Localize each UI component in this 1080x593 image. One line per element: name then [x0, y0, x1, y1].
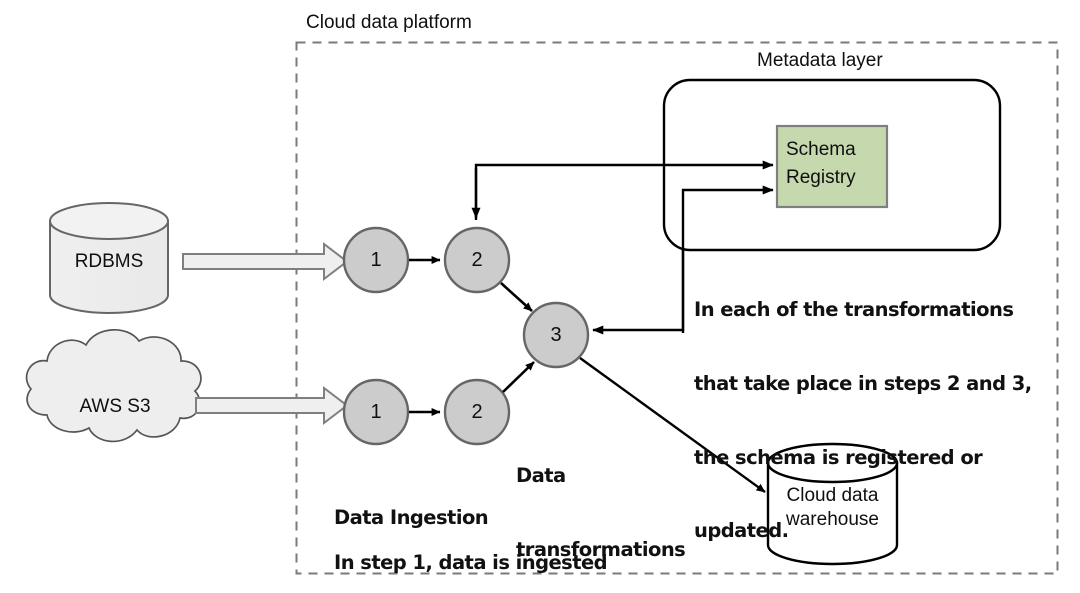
pipeline-node-label: 1	[370, 249, 382, 271]
source-rdbms-label: RDBMS	[74, 251, 144, 272]
annotation-line: In step 1, data is ingested	[334, 551, 608, 575]
connector-sr-to-step2	[474, 160, 774, 220]
annotation-data-transformations: Data transformations	[516, 415, 686, 593]
block-arrow-aws-s3	[195, 385, 349, 426]
pipeline-node-label: 2	[471, 401, 483, 423]
warehouse-label-line2: warehouse	[786, 509, 879, 530]
connector-step3-to-warehouse	[579, 357, 766, 493]
pipeline-node-label: 1	[370, 401, 382, 423]
warehouse-label-line1: Cloud data	[786, 485, 879, 506]
pipeline-node-step3	[522, 301, 590, 369]
schema-registry-label-line1: Schema	[786, 139, 856, 160]
warehouse-shape	[766, 442, 899, 566]
annotation-line: In each of the transformations	[694, 298, 1014, 322]
pipeline-node-step3-label: 3	[550, 324, 562, 346]
annotation-line: Data Ingestion	[334, 506, 489, 530]
schema-registry-box	[775, 124, 889, 209]
pipeline-node	[443, 226, 511, 294]
source-aws-s3-label: AWS S3	[79, 396, 151, 417]
schema-registry-label-line2: Registry	[786, 167, 856, 188]
connector-metadata-to-step3	[592, 250, 685, 335]
connector-step3-to-sr	[681, 185, 774, 333]
connector-top2-to-step3	[500, 282, 533, 312]
annotation-metadata-note: In each of the transformations that take…	[694, 249, 1032, 593]
annotation-ingestion-note: In step 1, data is ingested as is into t…	[334, 502, 608, 593]
connector-bottom2-to-step3	[502, 361, 535, 393]
source-rdbms-shape	[49, 202, 169, 314]
pipeline-node	[342, 378, 410, 446]
annotation-line: Data	[516, 464, 566, 488]
platform-boundary-label: Cloud data platform	[306, 12, 472, 33]
annotation-line: the schema is registered or	[694, 445, 983, 469]
annotation-line: transformations	[516, 537, 686, 561]
annotation-line: updated.	[694, 519, 789, 543]
block-arrow-rdbms	[182, 241, 349, 282]
metadata-layer-label: Metadata layer	[757, 50, 883, 71]
source-aws-s3-shape	[25, 328, 202, 443]
platform-boundary	[295, 41, 1059, 575]
pipeline-node	[443, 378, 511, 446]
annotation-line: that take place in steps 2 and 3,	[694, 371, 1032, 395]
pipeline-node	[342, 226, 410, 294]
pipeline-node-label: 2	[471, 249, 483, 271]
annotation-data-ingestion: Data Ingestion	[334, 457, 489, 580]
